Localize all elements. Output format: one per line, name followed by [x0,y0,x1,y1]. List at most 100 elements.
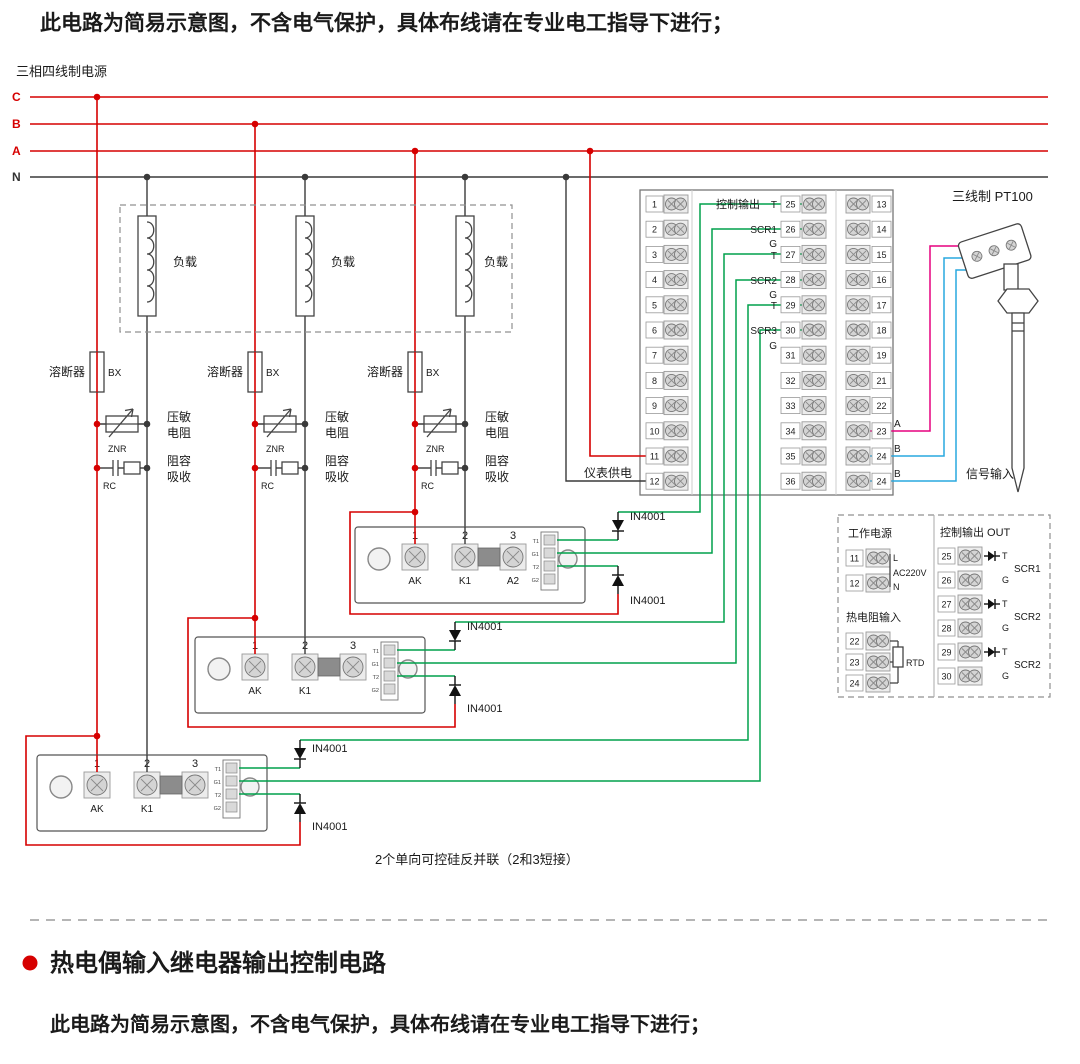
caption: 2个单向可控硅反并联（2和3短接） [375,852,579,867]
footer-heading: 热电偶输入继电器输出控制电路 [50,949,387,977]
rc-name: 吸收 [167,470,191,484]
terminal-number: 7 [652,351,657,361]
wire-supply-l [589,151,647,457]
rc-name: 阻容 [167,453,191,468]
junction-dots [93,93,594,740]
rc-name: 阻容 [485,453,509,468]
varistor-1: ZNR 压敏 电阻 [97,408,191,454]
load-section: 负载 负载 负载 [119,204,513,333]
screw-terminal-icon [865,652,891,672]
t-label: T [771,301,777,312]
terminal-number: 30 [941,672,951,682]
branch-wires [25,97,619,846]
screw-terminal-icon [957,666,983,686]
terminal-28: 28 [937,618,983,638]
meter-labels: 控制输出 T SCR1 G T SCR2 G T SCR3 G 仪表供电 A B… [584,197,1014,481]
fuse-model: BX [266,368,280,379]
wire-scr2-g [397,279,802,664]
terminal-number: 24 [849,679,859,689]
fuse-name: 溶断器 [207,364,243,379]
sensor-neck [1003,263,1019,291]
rc-snubber-2: RC 阻容 吸收 [255,453,349,491]
terminal-10: 10 [645,421,689,441]
terminal-11: 11 [845,548,891,568]
wire-pt100-b2 [868,269,966,482]
terminal-number: 28 [785,275,795,285]
rc-name: 吸收 [325,470,349,484]
fuse-name: 溶断器 [49,364,85,379]
rc-snubber-1: RC 阻容 吸收 [97,453,191,491]
diode-icon [983,550,1001,562]
screw-terminal-icon [957,618,983,638]
screw-terminal-icon [663,219,689,239]
terminal-8: 8 [645,370,689,390]
screw-terminal-icon [663,244,689,264]
terminal-label-a2: A2 [507,576,520,587]
supply-wires [565,151,647,482]
screw-terminal-icon [801,194,827,214]
terminal-number: 36 [785,477,795,487]
terminal-number: 4 [652,275,657,285]
wire-gate-return-3 [25,735,301,846]
screw-terminal-icon [801,244,827,264]
legend-t-label: T [1002,599,1008,609]
screw-terminal-icon [663,345,689,365]
terminal-31: 31 [780,345,827,365]
g-label: G [769,341,777,352]
sensor-title: 三线制 PT100 [952,189,1033,204]
screw-terminal-icon [663,370,689,390]
fuse-model: BX [426,368,440,379]
phase-label-c: C [12,90,21,104]
terminal-number: 18 [876,326,886,336]
terminal-number: 16 [876,275,886,285]
top-note: 此电路为简易示意图，不含电气保护，具体布线请在专业电工指导下进行； [40,11,733,35]
terminal-number: 27 [941,600,951,610]
wire-gate-return-1 [349,511,619,615]
terminal-4: 4 [645,270,689,290]
legend-scr3-label: SCR2 [1014,660,1041,671]
terminal-number: 6 [652,326,657,336]
terminal-number: 10 [649,426,659,436]
diode-label: IN4001 [467,621,502,633]
terminal-24: 24 [845,446,892,466]
terminal-27: 27 [937,594,983,614]
terminal-number: 23 [876,426,886,436]
screw-terminal-icon [663,194,689,214]
diode-icon [983,646,1001,658]
screw-terminal-icon [801,270,827,290]
screw-terminal-icon [663,320,689,340]
footer: 热电偶输入继电器输出控制电路 此电路为简易示意图，不含电气保护，具体布线请在专业… [22,919,1050,1036]
load-label: 负载 [173,255,197,269]
diode-icon [448,621,462,651]
diode-icon [293,739,307,769]
load-1: 负载 [137,215,197,317]
legend-out-title: 控制输出 OUT [940,525,1011,539]
sensor-b-label: B [894,469,901,480]
t-label: T [771,251,777,262]
terminal-number: 26 [785,225,795,235]
legend-t-label: T [1002,551,1008,561]
varistor-3: ZNR 压敏 电阻 [415,408,509,454]
screw-terminal-icon [801,370,827,390]
terminal-number: 5 [652,300,657,310]
screw-terminal-icon [801,471,827,491]
terminal-16: 16 [845,270,892,290]
terminal-number: 25 [785,200,795,210]
legend-ac-label: AC220V [893,568,927,578]
varistor-name: 压敏 [167,409,191,424]
terminal-19: 19 [845,345,892,365]
screw-terminal-icon [663,446,689,466]
terminal-14: 14 [845,219,892,239]
terminal-number: 30 [785,326,795,336]
terminal-17: 17 [845,295,892,315]
wire-scr2-t [455,253,802,623]
diode-icon [448,675,462,705]
terminal-number: 35 [785,452,795,462]
load-3: 负载 [455,215,508,317]
coil-icon [464,221,473,303]
terminal-12: 12 [645,471,689,491]
fuse-3: 溶断器 BX [367,351,440,393]
varistor-name: 压敏 [485,409,509,424]
